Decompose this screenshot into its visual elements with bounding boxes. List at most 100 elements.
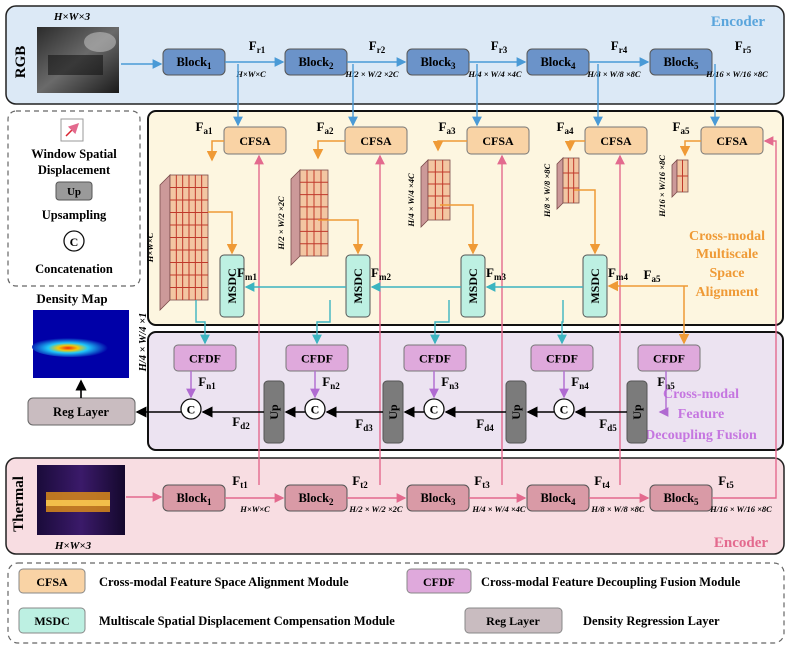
grid-face-3 [427,159,451,221]
thermal-dim-1: H×W×C [239,504,270,514]
alignment-title-3: Space [710,266,745,281]
density-title: Density Map [36,291,107,306]
thermal-feature-2: Ft2 [352,473,368,490]
msdc-2 [345,254,371,318]
legend-cfdf-swatch [406,568,472,594]
fm-label-2: Fm2 [371,265,391,282]
thermal-input-size: H×W×3 [54,540,92,552]
thermal-dim-4: H/8 × W/8 ×8C [590,504,645,514]
legend-reg-desc: Density Regression Layer [583,614,720,628]
thermal-block-5-label: Block5 [663,491,699,507]
cfdf-2 [285,344,349,372]
legend-cfdf-desc: Cross-modal Feature Decoupling Fusion Mo… [481,575,741,589]
cfsa-1-label: CFSA [239,134,271,148]
cfsa-to-grid-1 [206,140,224,162]
cfdf-4 [530,344,594,372]
density-section: Density Map H/4 × W/4 ×1 Reg Layer [27,291,149,426]
cfdf-3-label: CFDF [419,352,451,366]
concat-4-label: C [560,403,569,417]
grid-to-msdc-3 [440,204,479,255]
fd-label-2: Fd2 [232,414,250,431]
msdc-3 [460,254,486,318]
grid-face-4 [562,157,580,204]
msdc-to-cfdf-4 [557,300,567,345]
thermal-label: Thermal [11,476,27,532]
rgb-block-2-label: Block2 [298,55,334,71]
grid-dim-5: H/16 × W/16 ×8C [657,155,667,218]
fn-label-1: Fn1 [198,374,216,391]
fa5-mid-label: Fa5 [644,267,661,284]
grid-to-msdc-2 [318,219,364,255]
rgb-block-3-label: Block3 [420,55,456,71]
alignment-title-4: Alignment [696,285,759,300]
thermal-feature-1: Ft1 [232,473,248,490]
window-displacement-icon [60,118,84,142]
concat-1-label: C [187,403,196,417]
up-3-label: Up [509,404,523,420]
cfsa-3-label: CFSA [482,134,514,148]
window-label-1: Window Spatial [31,147,117,161]
thermal-input-image [37,465,125,535]
rgb-block-5 [649,48,713,76]
thermal-block-4-label: Block4 [540,491,576,507]
upsampling-label: Upsampling [42,208,107,222]
concat-2 [304,398,326,420]
msdc-2-label: MSDC [351,268,365,303]
grid-side-1 [159,174,171,311]
cfsa-to-grid-5 [679,140,701,157]
rgb-feature-4: Fr4 [611,38,628,55]
thermal-feature-5: Ft5 [718,473,734,490]
rgb-feature-3: Fr3 [491,38,508,55]
concatenation-label: Concatenation [35,262,113,276]
msdc-1 [219,254,245,318]
feature-grid-3 [420,159,451,228]
thermal-block-1-label: Block1 [176,491,212,507]
legend-cfsa-swatch [18,568,86,594]
fa-label-5: Fa5 [673,119,690,136]
alignment-title-1: Cross-modal [689,229,765,244]
up-legend-label: Up [67,186,81,198]
msdc-4 [582,254,608,318]
reg-layer-label: Reg Layer [53,405,109,419]
bottom-legend: CFSA Cross-modal Feature Space Alignment… [7,562,785,644]
grid-side-3 [420,159,429,228]
legend-cfsa-desc: Cross-modal Feature Space Alignment Modu… [99,575,349,589]
fn-label-5: Fn5 [657,374,675,391]
fa-label-4: Fa4 [557,119,574,136]
rgb-block-4-label: Block4 [540,55,576,71]
cfdf-5-label: CFDF [653,352,685,366]
cfdf5-out [658,371,669,417]
cfsa-5-label: CFSA [716,134,748,148]
rgb-dim-2: H/2 × W/2 ×2C [344,69,399,79]
concat-legend-symbol: C [70,235,79,249]
msdc-to-cfdf-2 [312,300,331,345]
thermal-encoder-title: Encoder [714,535,769,551]
fn-label-4: Fn4 [571,374,589,391]
grid-dim-3: H/4 × W/4 ×4C [406,173,416,228]
msdc-3-label: MSDC [466,268,480,303]
concat-3 [423,398,445,420]
rgb-input-image [37,27,119,93]
fm-label-1: Fm1 [237,265,257,282]
cfsa-4-label: CFSA [600,134,632,148]
fd-label-3: Fd3 [355,416,373,433]
up-4-label: Up [630,404,644,420]
legend-msdc-swatch [18,607,86,634]
rgb-label: RGB [13,46,29,79]
grid-side-4 [556,157,564,210]
up-1-label: Up [267,404,281,420]
grid-to-msdc-1 [208,211,238,255]
up-legend-box [55,181,93,201]
feature-grid-2 [290,169,329,266]
rgb-block-5-label: Block5 [663,55,699,71]
rgb-feature-2: Fr2 [369,38,386,55]
thermal-dim-2: H/2 × W/2 ×2C [348,504,403,514]
thermal-to-cfsa-5 [712,136,777,499]
fusion-title-2: Feature [678,407,724,422]
cfsa-to-grid-3 [432,140,467,152]
rgb-feature-1: Fr1 [249,38,266,55]
grid-dim-4: H/8 × W/8 ×8C [542,164,552,219]
concat-4 [553,398,575,420]
cfsa-2-label: CFSA [360,134,392,148]
